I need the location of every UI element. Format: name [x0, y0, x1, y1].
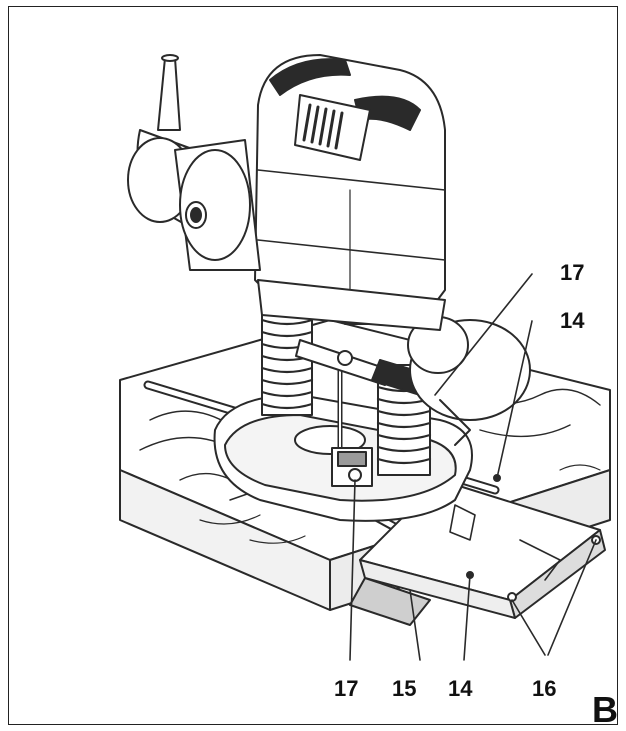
callout-17-top: 17	[560, 260, 585, 285]
panel-letter: B	[592, 689, 618, 730]
callout-14-bottom: 14	[448, 676, 473, 701]
hand-knob	[407, 316, 531, 446]
leader-lines	[349, 273, 597, 661]
callout-16-bottom: 16	[532, 676, 557, 701]
dust-port	[127, 54, 261, 271]
figure-frame	[8, 6, 618, 725]
motor-housing	[254, 54, 446, 331]
callout-17-bottom: 17	[334, 676, 359, 701]
callout-15-bottom: 15	[392, 676, 417, 701]
callout-14-top: 14	[560, 308, 585, 333]
